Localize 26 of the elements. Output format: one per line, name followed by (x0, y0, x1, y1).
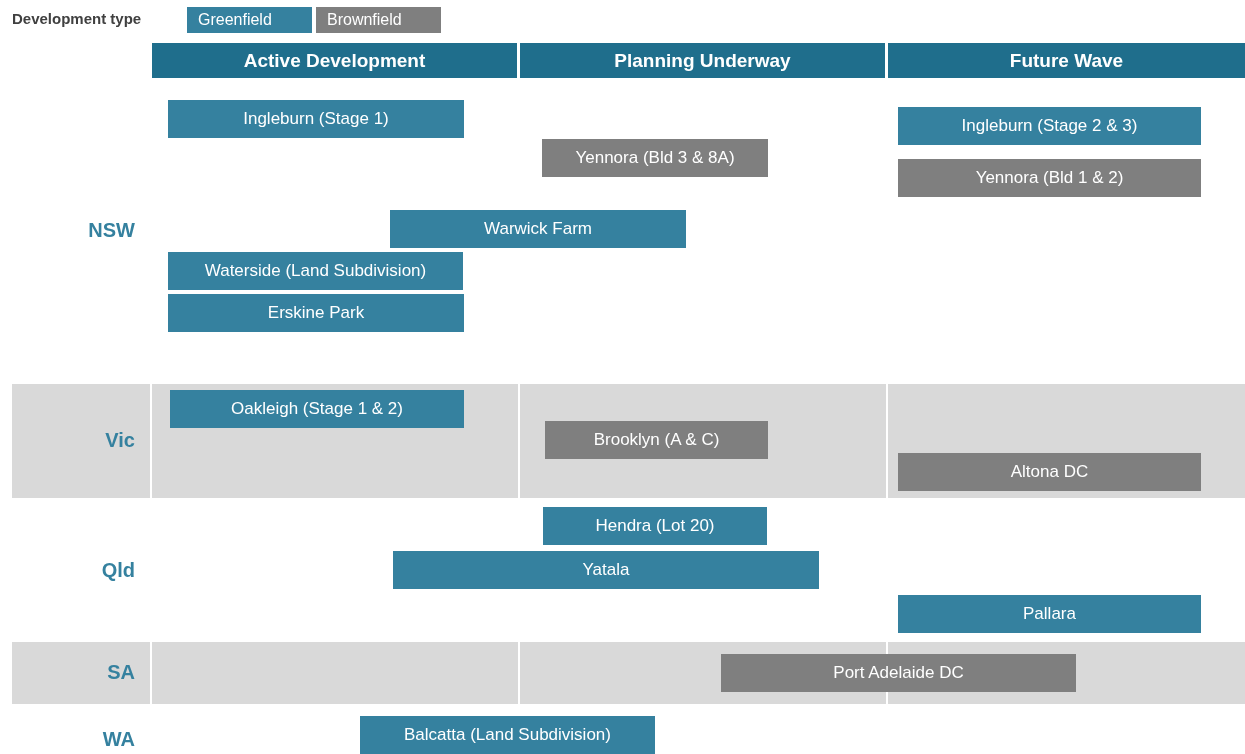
project-bar: Altona DC (898, 453, 1201, 491)
project-bar: Ingleburn (Stage 2 & 3) (898, 107, 1201, 145)
row-label: Vic (104, 429, 135, 452)
row-label: SA (106, 661, 135, 684)
project-bar: Warwick Farm (390, 210, 686, 248)
row-label: Qld (100, 559, 135, 582)
project-bar: Pallara (898, 595, 1201, 633)
project-bar: Brooklyn (A & C) (545, 421, 768, 459)
column-header: Active Development (152, 43, 517, 78)
legend-swatch: Brownfield (316, 7, 441, 33)
project-bar: Yatala (393, 551, 819, 589)
column-header: Planning Underway (520, 43, 885, 78)
project-bar: Yennora (Bld 1 & 2) (898, 159, 1201, 197)
project-bar: Waterside (Land Subdivision) (168, 252, 463, 290)
project-bar: Oakleigh (Stage 1 & 2) (170, 390, 464, 428)
project-bar: Ingleburn (Stage 1) (168, 100, 464, 138)
column-header: Future Wave (888, 43, 1245, 78)
legend-swatch: Greenfield (187, 7, 312, 33)
project-bar: Erskine Park (168, 294, 464, 332)
project-bar: Balcatta (Land Subdivision) (360, 716, 655, 754)
project-bar: Yennora (Bld 3 & 8A) (542, 139, 768, 177)
legend-title: Development type (12, 10, 142, 27)
project-bar: Hendra (Lot 20) (543, 507, 767, 545)
row-label: WA (101, 728, 135, 751)
project-bar: Port Adelaide DC (721, 654, 1076, 692)
row-label: NSW (87, 219, 135, 242)
